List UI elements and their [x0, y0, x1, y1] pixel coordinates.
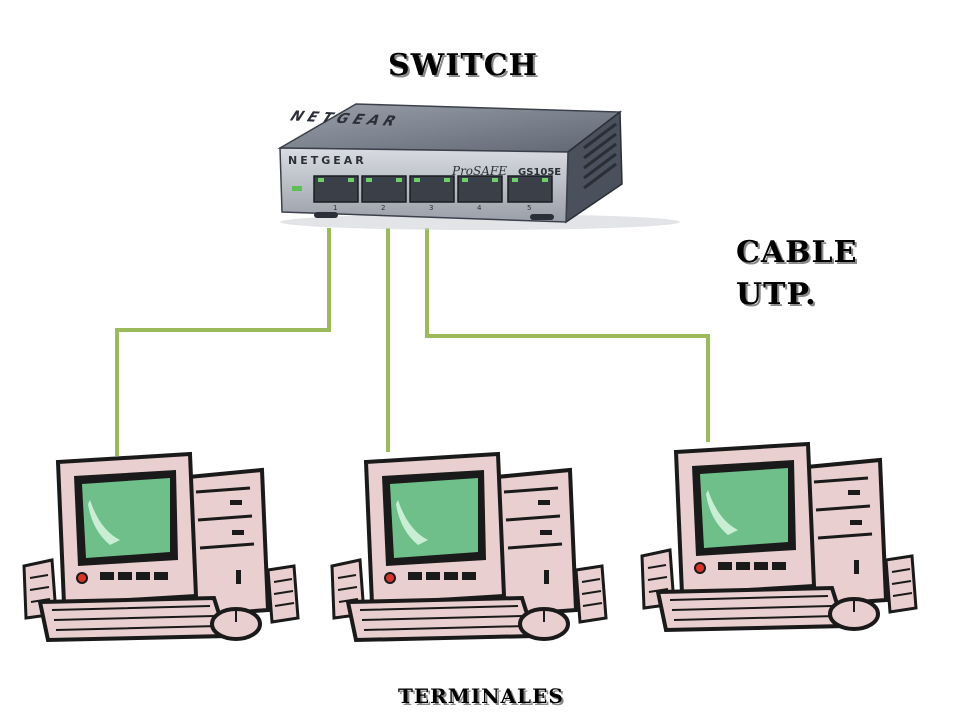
- cable-utp-label: CABLE UTP.: [736, 232, 857, 316]
- terminals-label: TERMINALES: [398, 684, 564, 708]
- port-label-4: 4: [477, 204, 482, 212]
- utp-cables: [115, 228, 710, 456]
- brand-front-text: NETGEAR: [288, 154, 367, 167]
- network-switch-icon: NETGEAR NETGEAR ProSAFE GS105E 1 2 3 4 5: [277, 103, 680, 230]
- cable-1: [115, 228, 331, 456]
- port-label-3: 3: [429, 204, 433, 212]
- port-label-1: 1: [333, 204, 337, 212]
- switch-title: SWITCH: [388, 48, 538, 83]
- model-text: GS105E: [518, 167, 561, 178]
- brand-top-text: NETGEAR: [286, 108, 405, 130]
- desktop-computer-icon: [640, 442, 918, 632]
- desktop-computer-icon: [330, 452, 608, 642]
- port-label-2: 2: [381, 204, 385, 212]
- desktop-computer-icon: [22, 452, 300, 642]
- model-series-text: ProSAFE: [451, 164, 507, 178]
- port-label-5: 5: [527, 204, 531, 212]
- cable-label-line2: UTP.: [736, 277, 817, 312]
- cable-3: [425, 228, 710, 442]
- cable-label-line1: CABLE: [736, 235, 858, 270]
